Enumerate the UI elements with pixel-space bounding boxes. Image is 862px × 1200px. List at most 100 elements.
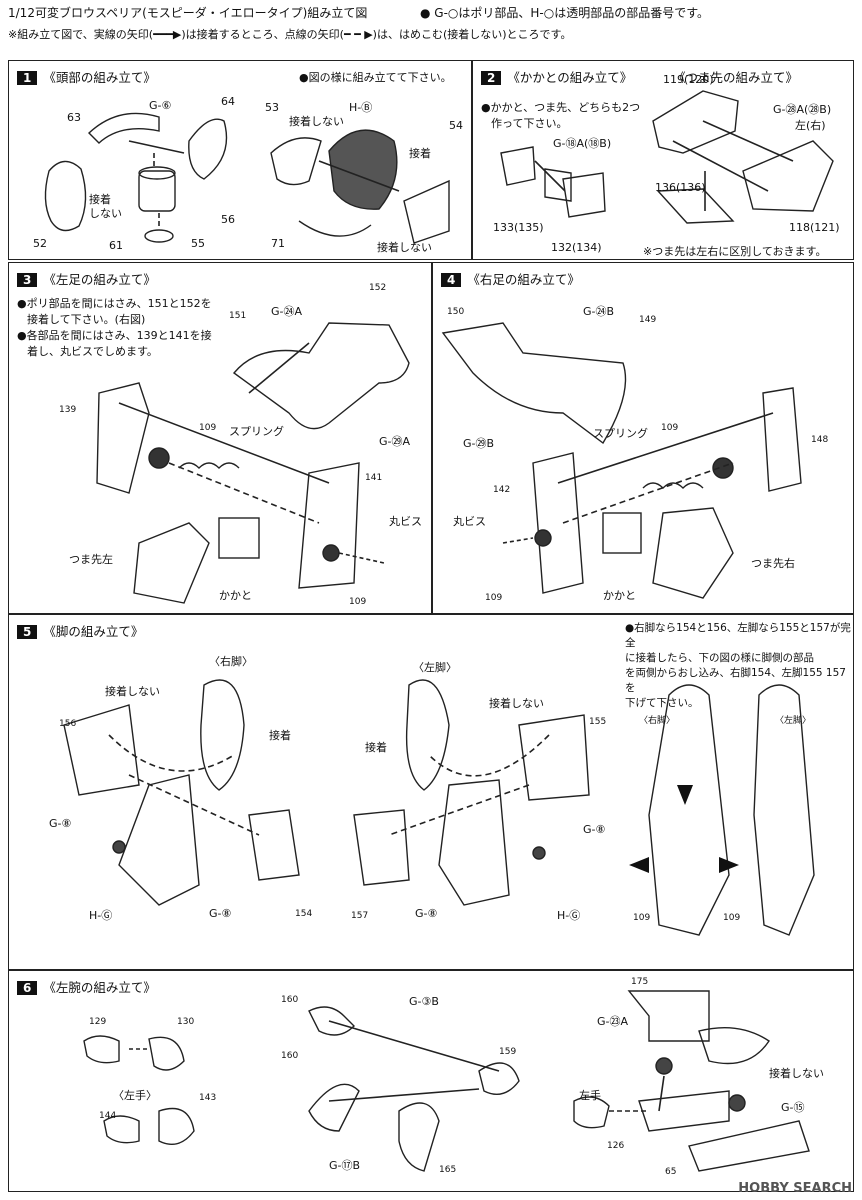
- hand-part-130: [148, 1036, 185, 1071]
- part-151: [232, 322, 410, 430]
- label-left-hand2: 左手: [579, 1089, 601, 1102]
- label-no-glue-l: 接着しない: [489, 697, 544, 710]
- label-71: 71: [271, 237, 285, 250]
- step5-title-text: 《脚の組み立て》: [43, 624, 144, 639]
- label-g29a: G-㉙A: [379, 435, 411, 448]
- label-screw: 丸ビス: [389, 515, 422, 528]
- spring: [178, 462, 240, 469]
- step2-title-text: 《かかとの組み立て》: [507, 70, 633, 85]
- part-52: [44, 160, 87, 232]
- label-133: 133(135): [493, 221, 544, 234]
- label-151: 151: [229, 311, 247, 321]
- label-spring-r: スプリング: [593, 427, 648, 440]
- label-g17b: G-⑰B: [329, 1159, 361, 1172]
- step1-number: 1: [17, 71, 38, 85]
- label-spring: スプリング: [229, 425, 284, 438]
- heel: [218, 517, 260, 559]
- part-154-r: [248, 809, 300, 881]
- step2-note1: ●かかと、つま先、どちらも2つ: [481, 101, 641, 114]
- label-toe-left: つま先左: [69, 553, 113, 566]
- step3-note4: 着し、丸ビスでしめます。: [27, 345, 158, 358]
- clear-visor-hb: [328, 129, 398, 210]
- step4-panel: 4《右足の組み立て》 G-㉔B G-㉙B 150 149 148 109 スプリ…: [432, 262, 854, 614]
- step3-panel: 3《左足の組み立て》 ●ポリ部品を間にはさみ、151と152を 接着して下さい。…: [8, 262, 432, 614]
- step6-title: 6《左腕の組み立て》: [17, 977, 156, 996]
- part-155: [518, 714, 590, 801]
- part-53: [270, 137, 322, 186]
- label-toe-right: つま先右: [751, 557, 795, 570]
- right-leg-heading: 〈右脚〉: [209, 655, 253, 668]
- polycap-109: [148, 447, 170, 469]
- part-175: [627, 990, 710, 1042]
- arm-assembly-drawing: [83, 990, 810, 1172]
- label-148: 148: [811, 435, 829, 445]
- label-175: 175: [631, 977, 649, 987]
- label-149: 149: [639, 315, 657, 325]
- label-157: 157: [351, 911, 369, 921]
- label-hb: H-Ⓑ: [349, 101, 373, 114]
- label-130: 130: [177, 1017, 195, 1027]
- step5-note4: 下げて下さい。: [625, 697, 699, 709]
- label-65: 65: [665, 1167, 677, 1177]
- step2-number: 2: [481, 71, 502, 85]
- part-141: [298, 462, 360, 589]
- hand-part-143: [158, 1107, 195, 1145]
- label-g6: G-⑥: [149, 99, 172, 112]
- label-150: 150: [447, 307, 465, 317]
- label-glue-r: 接着: [269, 729, 291, 742]
- watermark: HOBBY SEARCH: [738, 1181, 852, 1196]
- label-119: 119(120): [663, 73, 714, 86]
- label-g8-b: G-⑧: [209, 907, 232, 920]
- part-61: [144, 229, 174, 243]
- step2-foot-note: ※つま先は左右に区別しておきます。: [643, 245, 827, 258]
- step5-number: 5: [17, 625, 38, 639]
- heel-part-133: [500, 146, 536, 186]
- label-109a: 109: [199, 423, 217, 433]
- heel-toe-drawing: [500, 90, 834, 224]
- label-129: 129: [89, 1017, 107, 1027]
- part-56: [138, 170, 176, 212]
- step6-panel: 6《左腕の組み立て》 129 130 〈左手〉: [8, 970, 854, 1192]
- hand-part-144: [103, 1115, 140, 1144]
- heel-r: [602, 512, 642, 554]
- label-heel-r: かかと: [603, 589, 636, 602]
- label-no-glue3: 接着しない: [377, 241, 432, 254]
- polycap-109b: [322, 544, 340, 562]
- right-foot-drawing: [441, 322, 802, 599]
- label-54: 54: [449, 119, 463, 132]
- label-154: 154: [295, 909, 313, 919]
- step4-title-text: 《右足の組み立て》: [467, 272, 580, 287]
- part-64: [188, 118, 228, 180]
- label-165: 165: [439, 1165, 457, 1175]
- step4-number: 4: [441, 273, 462, 287]
- toe-part-118: [742, 140, 834, 212]
- label-143: 143: [199, 1093, 217, 1103]
- label-109b: 109: [349, 597, 367, 607]
- toe-part-119: [652, 90, 739, 154]
- step5-title: 5 《脚の組み立て》: [17, 621, 143, 640]
- label-136: 136(136): [655, 181, 706, 194]
- left-hand-drawing: [573, 1096, 610, 1129]
- complete-right-leg: [648, 684, 730, 936]
- label-139: 139: [59, 405, 77, 415]
- left-lower-leg: [438, 779, 510, 906]
- label-109-r: 109: [723, 913, 741, 923]
- step3-title-text: 《左足の組み立て》: [43, 272, 156, 287]
- polycap-109r: [712, 457, 734, 479]
- label-left-hand: 〈左手〉: [113, 1089, 157, 1102]
- left-thigh: [405, 679, 450, 791]
- step1-panel: 1《頭部の組み立て》 ●図の様に組み立てて下さい。 G-⑥ 63: [8, 60, 472, 260]
- document-title: 1/12可変ブロウスペリア(モスピーダ・イエロータイプ)組み立て図: [8, 6, 368, 20]
- label-g8-c: G-⑧: [583, 823, 606, 836]
- step3-number: 3: [17, 273, 38, 287]
- label-155: 155: [589, 717, 607, 727]
- label-126: 126: [607, 1141, 625, 1151]
- step2-title-b: 《つま先の組み立て》: [673, 70, 799, 85]
- label-52: 52: [33, 237, 47, 250]
- arrow-legend: ※組み立て図で、実線の矢印(━━━▶)は接着するところ、点線の矢印(━ ━ ▶)…: [8, 28, 572, 41]
- label-hg-l: H-Ⓖ: [557, 909, 581, 922]
- part-148: [762, 387, 802, 492]
- right-thigh: [200, 679, 245, 791]
- label-g18: G-⑱A(⑱B): [553, 137, 612, 150]
- label-61: 61: [109, 239, 123, 252]
